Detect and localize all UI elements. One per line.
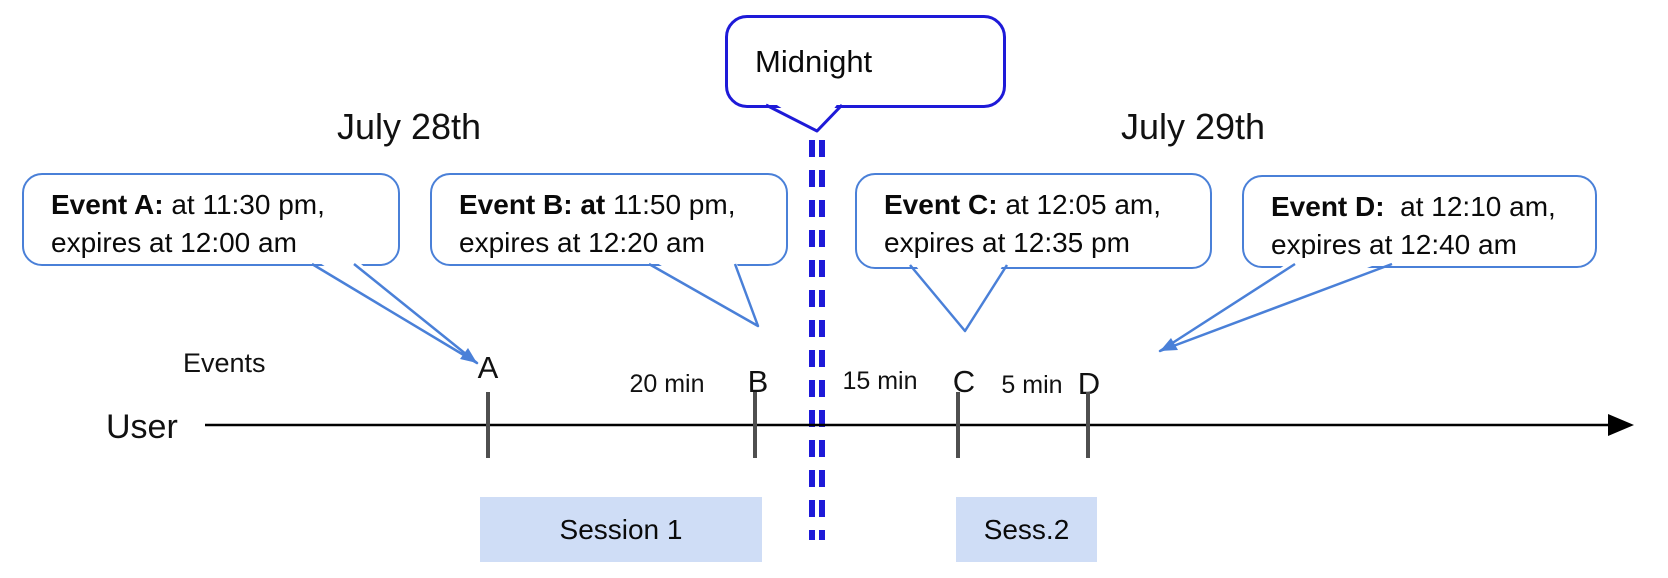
event-c-line1: Event C: at 12:05 am, [884,189,1162,220]
event-a-tail-arrowhead [460,348,477,363]
event-b-line1: Event B: at 11:50 pm, [459,189,736,220]
midnight-dashed-line [809,140,825,540]
event-d-line2: expires at 12:40 am [1271,229,1517,260]
midnight-callout: Midnight [725,15,1006,108]
tick-label-d: D [1077,366,1101,401]
tick-label-b: B [747,364,769,399]
events-axis-label: Events [183,348,266,378]
event-d-line1: Event D: at 12:10 am, [1271,191,1556,222]
tick-label-c: C [952,364,976,399]
event-c-tail [909,264,1009,333]
event-b-tail [648,262,760,328]
event-a-line1: Event A: at 11:30 pm, [51,189,325,220]
event-c-line2: expires at 12:35 pm [884,227,1130,258]
event-d-tail [1158,262,1393,353]
midnight-label: Midnight [755,43,873,79]
session-1-label: Session 1 [559,513,683,545]
interval-20min: 20 min [629,370,705,398]
timeline-arrowhead [1608,414,1634,436]
midnight-tail [765,103,844,133]
session-2-box: Sess.2 [956,497,1097,562]
date-header-july-29: July 29th [1120,106,1266,147]
interval-15min: 15 min [842,367,918,395]
date-header-july-28: July 28th [336,106,482,147]
interval-5min: 5 min [1001,371,1063,399]
session-1-box: Session 1 [480,497,762,562]
timeline-axis [205,414,1634,436]
event-a-line2: expires at 12:00 am [51,227,297,258]
event-a-callout: Event A: at 11:30 pm, expires at 12:00 a… [22,173,400,266]
event-b-callout: Event B: at 11:50 pm, expires at 12:20 a… [430,173,788,266]
tick-label-a: A [477,350,499,385]
event-b-line2: expires at 12:20 am [459,227,705,258]
event-d-tail-arrowhead [1160,338,1178,351]
event-a-tail [311,262,479,365]
user-axis-label: User [106,408,178,446]
event-ticks [486,392,1090,458]
event-d-callout: Event D: at 12:10 am, expires at 12:40 a… [1242,175,1597,268]
session-2-label: Sess.2 [983,513,1070,545]
event-c-callout: Event C: at 12:05 am, expires at 12:35 p… [855,173,1212,269]
